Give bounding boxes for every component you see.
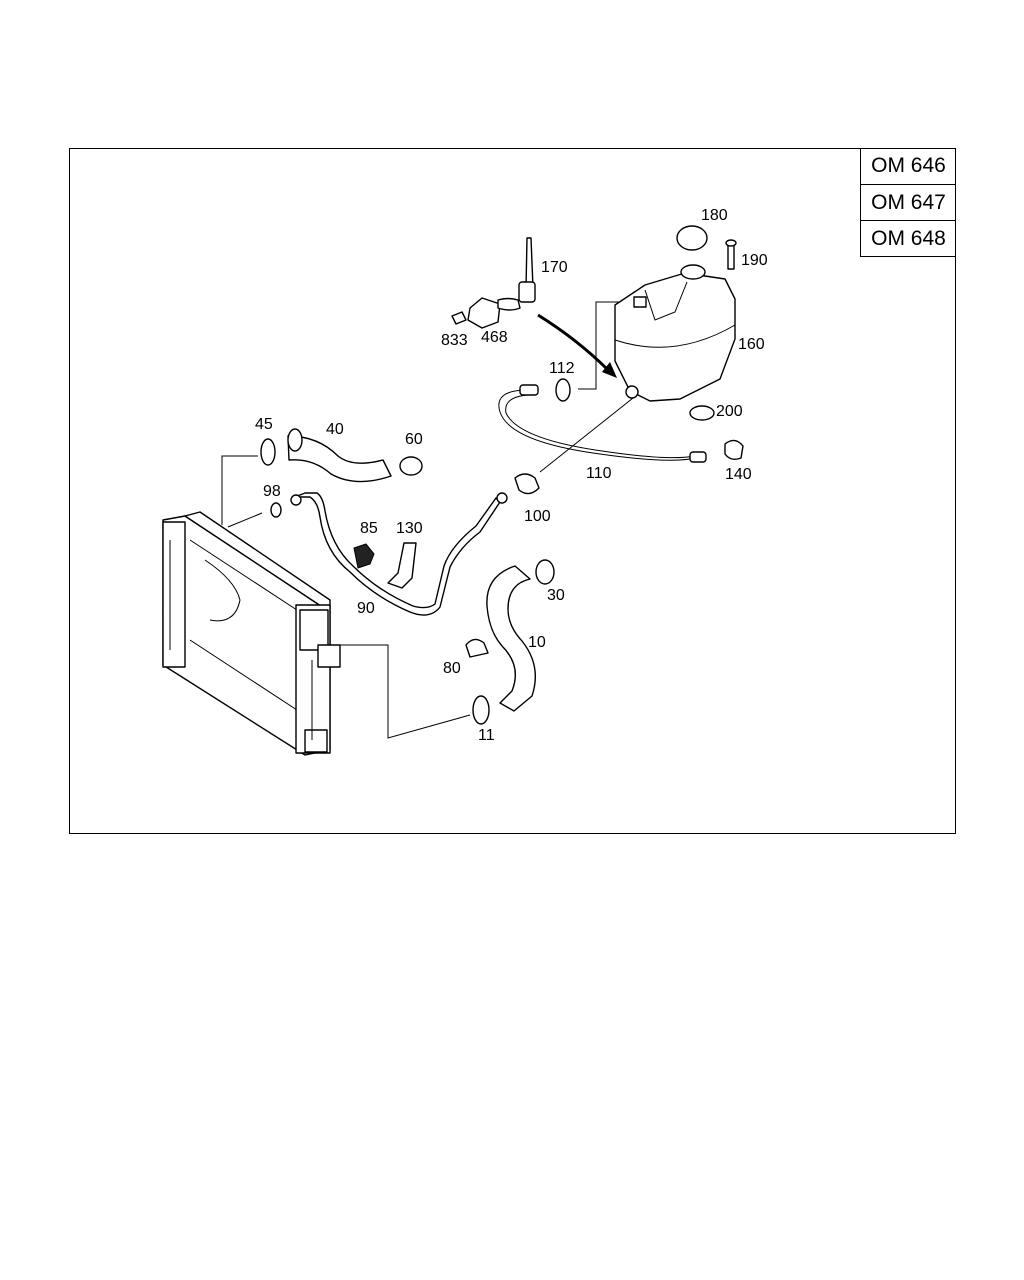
part-170-sensor[interactable] [525,237,534,289]
part-140-clamp[interactable] [724,439,744,461]
engine-code-om647[interactable]: OM 647 [861,184,956,220]
label-140[interactable]: 140 [725,466,752,483]
part-45-seal[interactable] [260,438,276,466]
label-60[interactable]: 60 [405,431,423,448]
label-11[interactable]: 11 [478,727,495,744]
part-833-plug[interactable] [451,311,467,325]
part-160-expansion-tank[interactable] [614,272,736,402]
diagram-frame [69,148,956,834]
part-90-pipe[interactable] [294,492,501,616]
part-85-clip[interactable] [353,543,375,569]
label-112[interactable]: 112 [549,360,575,377]
part-200-grommet[interactable] [689,405,715,421]
radiator-drawing[interactable] [162,511,341,756]
part-60-clamp[interactable] [399,456,423,476]
part-10-hose[interactable] [486,565,536,712]
label-80[interactable]: 80 [443,660,461,677]
part-11-ring[interactable] [472,695,490,725]
part-130-bracket[interactable] [387,542,417,589]
part-180-cap[interactable] [676,225,708,251]
engine-code-om648[interactable]: OM 648 [861,220,956,256]
label-200[interactable]: 200 [716,403,743,420]
part-110-hose[interactable] [498,389,696,461]
label-468[interactable]: 468 [481,329,508,346]
label-130[interactable]: 130 [396,520,423,537]
label-833[interactable]: 833 [441,332,468,349]
part-30-clamp[interactable] [535,559,555,585]
label-98[interactable]: 98 [263,483,281,500]
engine-code-table: OM 646 OM 647 OM 648 [860,148,956,257]
label-30[interactable]: 30 [547,587,565,604]
part-112-ring[interactable] [555,378,571,402]
label-10[interactable]: 10 [528,634,546,651]
part-468-connector[interactable] [467,297,501,329]
label-85[interactable]: 85 [360,520,378,537]
label-110[interactable]: 110 [586,465,612,482]
label-180[interactable]: 180 [701,207,728,224]
label-190[interactable]: 190 [741,252,768,269]
label-100[interactable]: 100 [524,508,551,525]
label-160[interactable]: 160 [738,336,765,353]
label-90[interactable]: 90 [357,600,375,617]
engine-code-om646[interactable]: OM 646 [871,154,946,177]
part-190-screw[interactable] [727,242,735,270]
label-45[interactable]: 45 [255,416,273,433]
part-80-clip[interactable] [465,638,489,658]
label-170[interactable]: 170 [541,259,568,276]
part-40-hose[interactable] [287,435,392,483]
label-40[interactable]: 40 [326,421,344,438]
part-98-ring[interactable] [270,502,282,518]
part-100-clamp[interactable] [514,473,540,495]
